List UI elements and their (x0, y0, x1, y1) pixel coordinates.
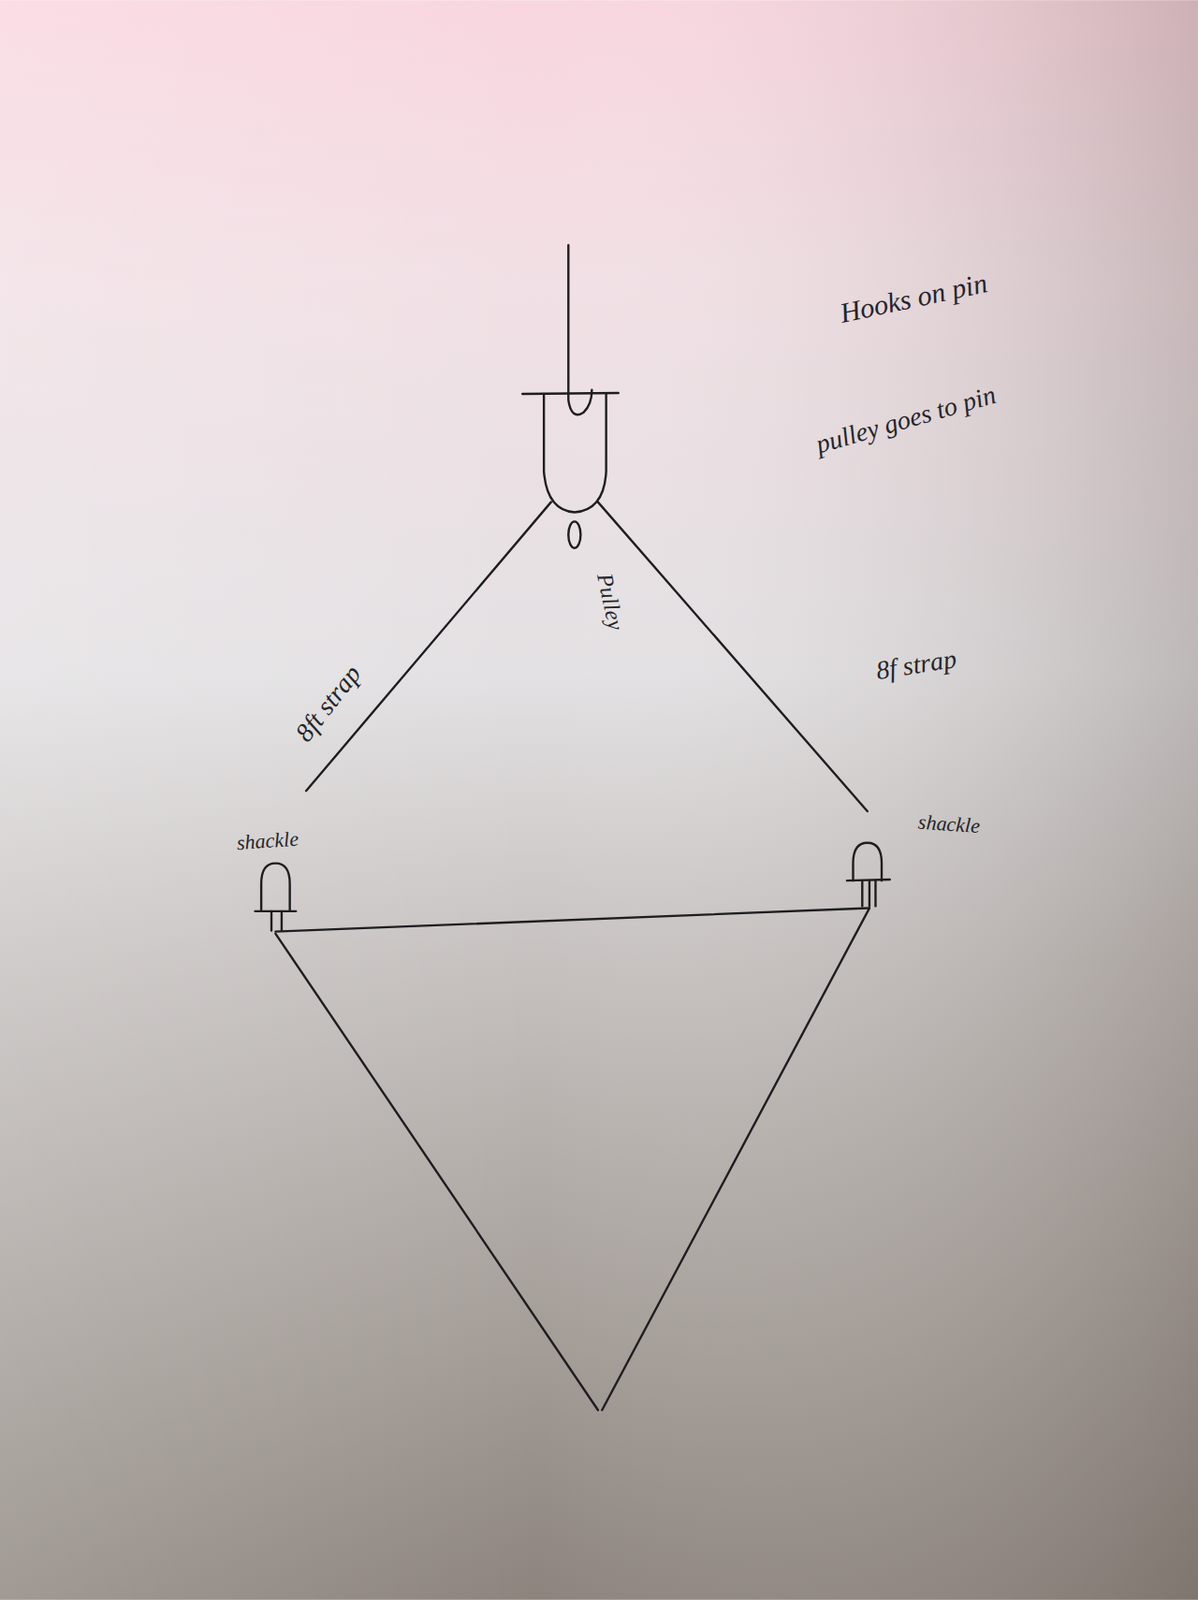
part-name: shackle (917, 811, 980, 839)
shackle-leg (270, 911, 273, 932)
dimension-label: 8ft strap (290, 660, 367, 748)
shackle-leg (874, 880, 877, 906)
pulley-block (543, 394, 607, 512)
shackle-leg (868, 880, 871, 906)
handwritten-note: Hooks on pin (836, 267, 990, 330)
pulley (568, 521, 581, 548)
part-name: shackle (235, 827, 299, 855)
strap-right (598, 502, 868, 812)
shackle-leg (280, 911, 283, 932)
shackle-leg (861, 880, 863, 906)
load-side (275, 934, 599, 1411)
shackle-pin (255, 910, 297, 913)
strap-left (306, 502, 552, 792)
hook (568, 245, 592, 415)
handwritten-note: pulley goes to pin (813, 380, 1000, 460)
load-side (601, 908, 870, 1411)
dimension-label: 8f strap (874, 644, 959, 687)
part-name: Pulley (592, 571, 629, 633)
shackle-left (261, 863, 291, 912)
load-top (275, 908, 870, 933)
shackle-right (852, 843, 882, 881)
hook-crossbar (522, 393, 618, 395)
